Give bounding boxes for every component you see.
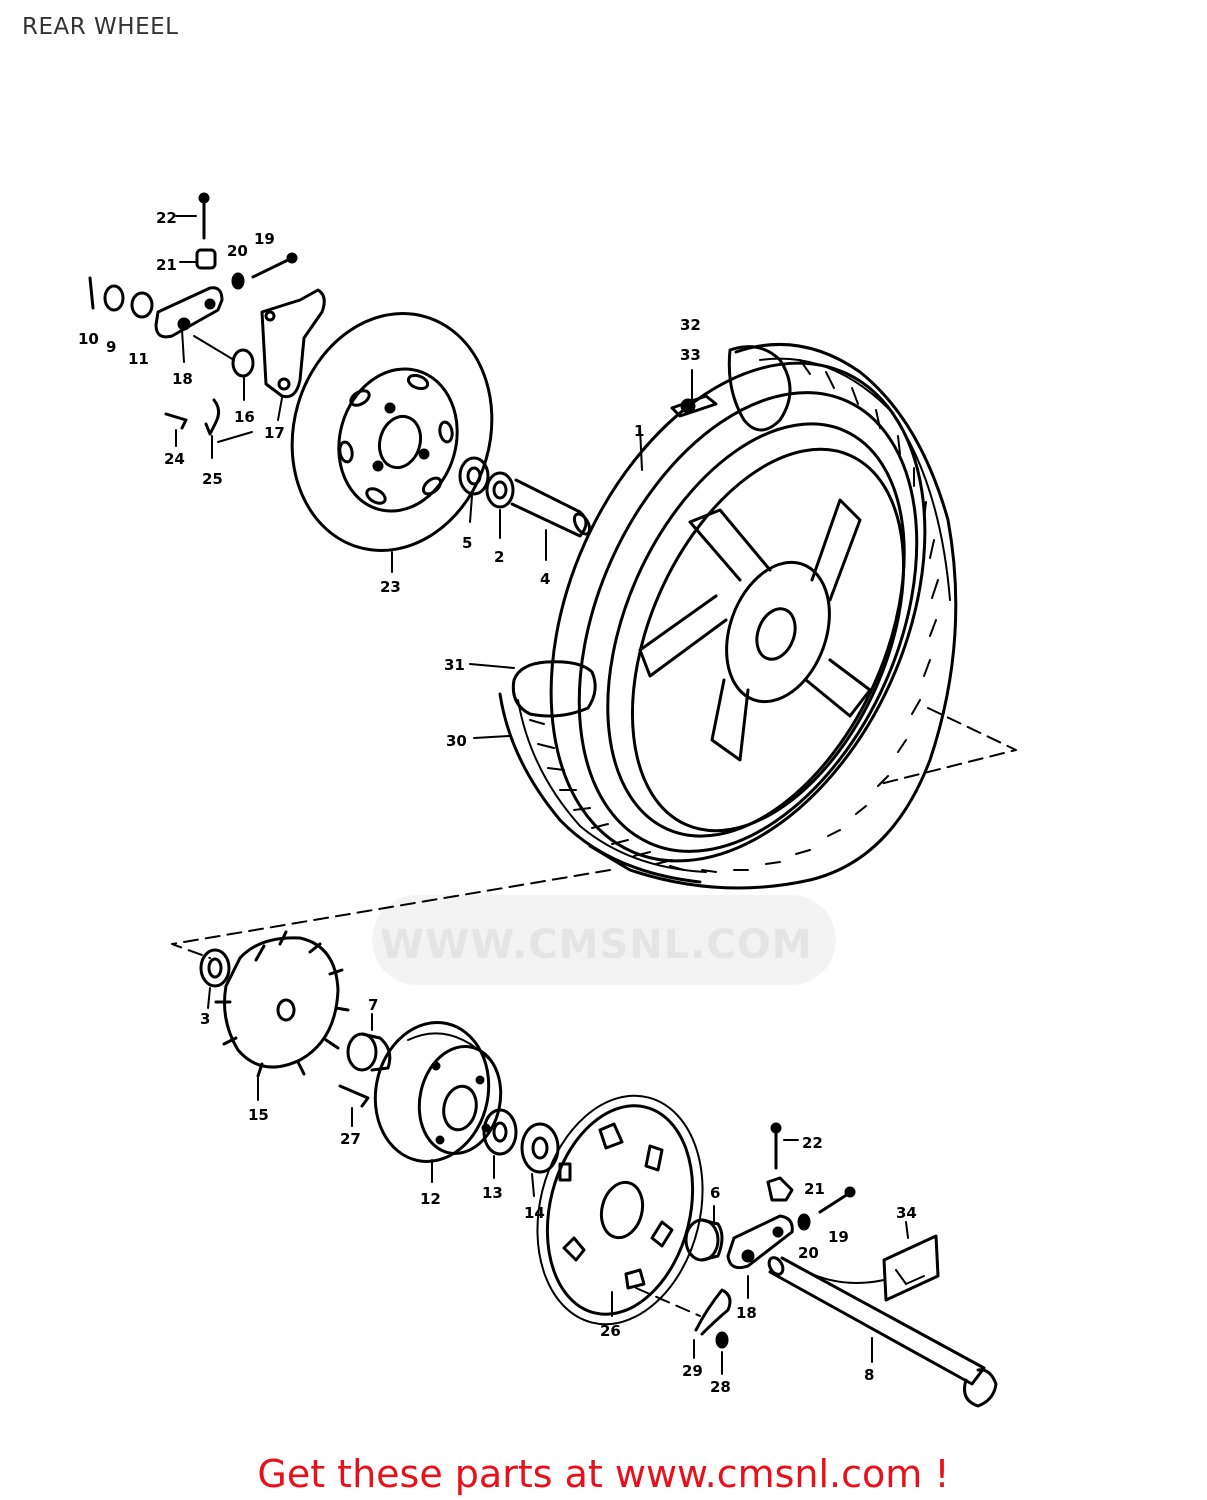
axle-spacer-right xyxy=(684,1205,724,1262)
watermark-text: WWW.CMSNL.COM xyxy=(380,922,813,968)
callout-18b: 18 xyxy=(736,1304,757,1322)
callout-26: 26 xyxy=(600,1322,621,1340)
callout-23: 23 xyxy=(380,578,401,596)
callout-13: 13 xyxy=(482,1184,503,1202)
callout-31: 31 xyxy=(444,656,465,674)
callout-8: 8 xyxy=(864,1366,874,1384)
callout-21b: 21 xyxy=(804,1180,825,1198)
callout-16: 16 xyxy=(234,408,255,426)
callout-29: 29 xyxy=(682,1362,703,1380)
callout-labels: 22 21 20 19 10 9 11 18 16 17 24 25 23 5 … xyxy=(78,209,917,1396)
axle-centerline xyxy=(171,707,1017,1317)
callout-27: 27 xyxy=(340,1130,361,1148)
callout-22b: 22 xyxy=(802,1134,823,1152)
callout-10: 10 xyxy=(78,330,99,348)
callout-4: 4 xyxy=(540,570,550,588)
cush-drive-damper xyxy=(199,930,350,1101)
callout-7: 7 xyxy=(368,996,378,1014)
rear-axle xyxy=(767,1256,998,1408)
torque-link-hardware-left xyxy=(88,192,326,459)
callout-24: 24 xyxy=(164,450,185,468)
footer-link[interactable]: Get these parts at www.cmsnl.com ! xyxy=(257,1452,950,1496)
callout-15: 15 xyxy=(248,1106,269,1124)
callout-28: 28 xyxy=(710,1378,731,1396)
brake-disc-rear xyxy=(290,312,494,573)
hub-bearing-right xyxy=(482,1108,560,1197)
rear-tire xyxy=(469,342,958,890)
callout-33: 33 xyxy=(680,346,701,364)
torque-link-hardware-right xyxy=(693,1122,856,1375)
sprocket-mount-spacer xyxy=(338,1013,392,1127)
callout-6: 6 xyxy=(710,1184,720,1202)
sprocket-mounting-drum xyxy=(373,1021,503,1183)
callout-20b: 20 xyxy=(798,1244,819,1262)
callout-17: 17 xyxy=(264,424,285,442)
callout-34: 34 xyxy=(896,1204,917,1222)
watermark-badge xyxy=(372,895,836,985)
callout-5: 5 xyxy=(462,534,472,552)
rear-sprocket xyxy=(536,1094,704,1326)
page-title: REAR WHEEL xyxy=(22,14,179,40)
chain-label-decal xyxy=(795,1221,940,1302)
callout-21: 21 xyxy=(156,256,177,274)
rear-wheel-rim xyxy=(549,361,927,863)
callout-3: 3 xyxy=(200,1010,210,1028)
callout-9: 9 xyxy=(106,338,116,356)
callout-2: 2 xyxy=(494,548,504,566)
callout-1: 1 xyxy=(634,422,644,440)
callout-12: 12 xyxy=(420,1190,441,1208)
callout-11: 11 xyxy=(128,350,149,368)
callout-20: 20 xyxy=(227,242,248,260)
callout-19b: 19 xyxy=(828,1228,849,1246)
wheel-bearing-left xyxy=(458,456,592,561)
callout-30: 30 xyxy=(446,732,467,750)
callout-19: 19 xyxy=(254,230,275,248)
callout-32: 32 xyxy=(680,316,701,334)
callout-25: 25 xyxy=(202,470,223,488)
callout-14: 14 xyxy=(524,1204,545,1222)
callout-18: 18 xyxy=(172,370,193,388)
callout-22: 22 xyxy=(156,209,177,227)
